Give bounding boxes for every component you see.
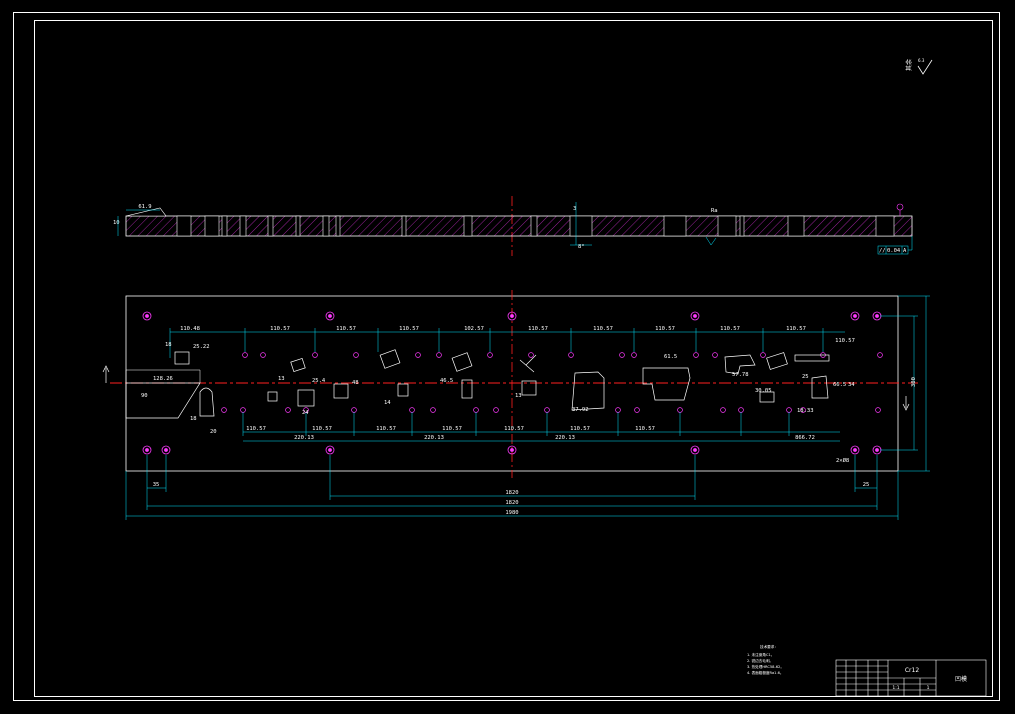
title-block-name: 凹模 — [955, 675, 967, 683]
local-dims: 18 25.22 128.26 90 18 20 13 25.4 48 24 1… — [141, 342, 855, 464]
inner-dim: 1820 — [505, 490, 518, 496]
dim-chain-top — [169, 328, 845, 358]
local-dim-1: 25.22 — [193, 344, 210, 350]
section-plate — [125, 215, 913, 237]
sheet-outer-border — [13, 12, 1000, 701]
local-dim-11: 46.5 — [440, 378, 453, 384]
tech-notes: 技术要求： 1. 未注倒角C1。 2. 锐边去毛刺。 3. 热处理HRC58-6… — [747, 644, 784, 675]
overall-dim-2: 1980 — [505, 510, 518, 516]
pitch-bottom-5: 110.57 — [570, 426, 590, 432]
local-dim-0: 18 — [165, 342, 172, 348]
tolerance-datum: A — [903, 248, 907, 254]
pitch-top-9: 110.57 — [786, 326, 806, 332]
local-dim-17: 18.33 — [797, 408, 814, 414]
pitch-top-2: 110.57 — [336, 326, 356, 332]
die-cavities — [174, 349, 830, 417]
section-center-mark: 3 — [573, 206, 576, 212]
edge-right-dim: 25 — [863, 482, 870, 488]
title-block-sheet: 1 — [927, 685, 930, 691]
section-slots — [176, 215, 895, 237]
pitch-bottom-6: 110.57 — [635, 426, 655, 432]
sheet-inner-border — [34, 20, 993, 697]
pitch-bottom-7: 866.72 — [795, 435, 815, 441]
local-dim-20: 34 — [848, 382, 855, 388]
tech-notes-title: 技术要求： — [760, 644, 778, 649]
mounting-holes — [142, 311, 882, 455]
pitch-top-0: 110.48 — [180, 326, 200, 332]
plan-mid-callout: 2×Ø8 — [836, 457, 849, 464]
section-center-angle: 8° — [578, 244, 585, 250]
section-ra-leader — [705, 236, 717, 246]
pitch-bottom-0: 110.57 — [246, 426, 266, 432]
pitch-bottom-3: 110.57 — [442, 426, 462, 432]
roughness-symbol: 其余 6.3 — [905, 58, 933, 75]
pitch-top-4: 102.57 — [464, 326, 484, 332]
local-dim-4: 18 — [190, 416, 197, 422]
section-view: 61.9 10 3 8° Ra // 0.04 A — [113, 196, 913, 256]
overall-dim-1: 1820 — [505, 500, 518, 506]
section-arrow-left-icon — [102, 365, 110, 383]
title-block-scale: 1:1 — [892, 685, 899, 691]
local-dim-3: 90 — [141, 393, 148, 399]
pitch-bottom-2: 110.57 — [376, 426, 396, 432]
tech-note-1: 1. 未注倒角C1。 — [747, 652, 774, 657]
pin-holes-bottom — [221, 407, 881, 413]
local-dim-16: 30.05 — [755, 388, 772, 394]
height-dim: 300 — [911, 377, 917, 387]
pin-holes-top — [242, 352, 883, 358]
pitch-top-8: 110.57 — [720, 326, 740, 332]
dim-chain-bottom-labels: 110.57 110.57 110.57 110.57 110.57 110.5… — [246, 426, 815, 441]
pitch-top-5: 110.57 — [528, 326, 548, 332]
local-dim-9: 24 — [302, 410, 309, 416]
local-dim-6: 13 — [278, 376, 285, 382]
section-ra-mark: Ra — [711, 208, 718, 214]
local-dim-right-top: 110.57 — [835, 338, 855, 344]
local-dim-2: 128.26 — [153, 376, 173, 382]
local-dim-19: 66.5 — [833, 382, 846, 388]
plan-view: 110.48 110.57 110.57 110.57 102.57 110.5… — [102, 290, 930, 520]
tech-note-2: 2. 锐边去毛刺。 — [747, 658, 773, 663]
chain-bottom-2: 220.13 — [555, 435, 575, 441]
section-left-height: 10 — [113, 220, 120, 226]
title-block — [835, 659, 987, 697]
local-dim-14: 37.92 — [572, 407, 589, 413]
local-dim-12: 13 — [515, 393, 522, 399]
datum-circle — [896, 203, 904, 211]
pitch-top-3: 110.57 — [399, 326, 419, 332]
edge-left-dim: 35 — [153, 482, 160, 488]
pitch-top-1: 110.57 — [270, 326, 290, 332]
local-dim-21: 25 — [802, 374, 809, 380]
section-left-dim: 61.9 — [138, 204, 151, 210]
section-arrow-right-icon — [902, 396, 910, 411]
local-dim-7: 25.4 — [312, 378, 326, 384]
tolerance-symbol: // — [879, 248, 886, 254]
roughness-value: 6.3 — [918, 58, 925, 63]
local-dim-13: 61.5 — [664, 354, 677, 360]
overall-dims — [125, 295, 930, 520]
chain-bottom-0: 220.13 — [294, 435, 314, 441]
tech-note-3: 3. 热处理HRC58-62。 — [747, 664, 784, 669]
dim-chain-top-labels: 110.48 110.57 110.57 110.57 102.57 110.5… — [180, 326, 855, 344]
chain-bottom-1: 220.13 — [424, 435, 444, 441]
local-dim-5: 20 — [210, 429, 217, 435]
dim-chain-bottom — [242, 412, 840, 442]
roughness-label: 其余 — [905, 59, 913, 71]
roughness-check-icon — [917, 59, 933, 75]
left-wedge-top — [125, 369, 201, 383]
title-block-material: Cr12 — [905, 667, 919, 674]
pitch-top-7: 110.57 — [655, 326, 675, 332]
tolerance-value: 0.04 — [887, 248, 901, 254]
pitch-bottom-4: 110.57 — [504, 426, 524, 432]
pitch-top-6: 110.57 — [593, 326, 613, 332]
local-dim-10: 14 — [384, 400, 391, 406]
local-dim-15: 57.78 — [732, 372, 749, 378]
pitch-bottom-1: 110.57 — [312, 426, 332, 432]
local-dim-8: 48 — [352, 380, 359, 386]
left-wedge-cutout — [125, 382, 201, 419]
tech-note-4: 4. 表面粗糙度Ra1.6。 — [747, 670, 783, 675]
